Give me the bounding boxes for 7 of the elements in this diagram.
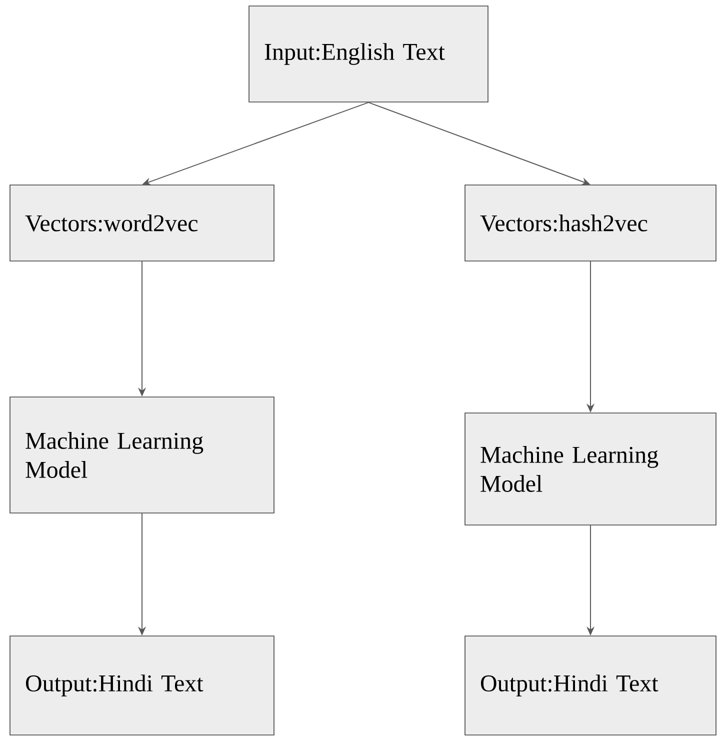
process-box: Output:Hindi Text — [10, 636, 274, 736]
process-box: Vectors:word2vec — [10, 184, 274, 262]
process-box: Machine Learning Model — [10, 396, 274, 514]
process-box: Output:Hindi Text — [464, 636, 716, 736]
process-box: Machine Learning Model — [464, 412, 716, 526]
process-box: Input:English Text — [248, 6, 488, 102]
process-box: Vectors:hash2vec — [464, 184, 716, 262]
